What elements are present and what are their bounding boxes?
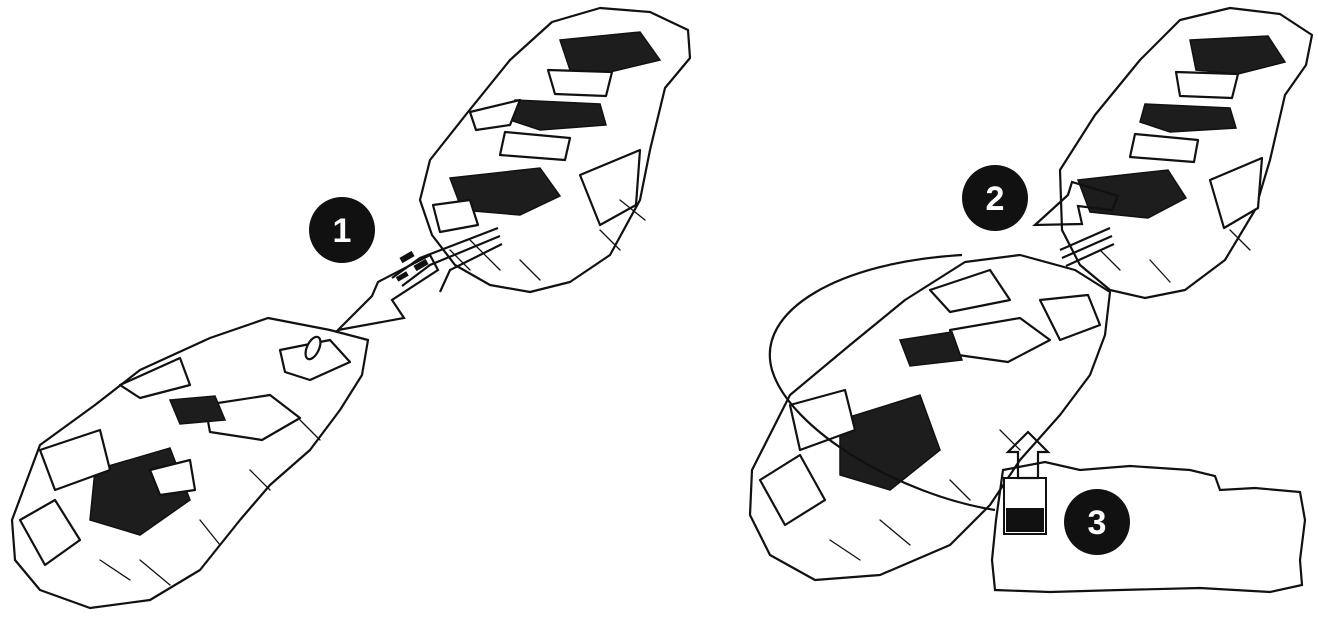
step-1-badge: 1 bbox=[309, 197, 375, 263]
step-3-badge: 3 bbox=[1064, 489, 1130, 555]
step-3-label: 3 bbox=[1088, 504, 1107, 542]
connection-loop bbox=[768, 253, 996, 512]
step-1-label: 1 bbox=[333, 212, 352, 250]
arrow-icon-step-1 bbox=[334, 253, 440, 332]
water-basin bbox=[990, 460, 1307, 594]
pump-icon bbox=[1003, 477, 1047, 535]
upper-rock-module-left bbox=[418, 6, 692, 294]
lower-rock-module-left bbox=[10, 316, 370, 610]
step-2-label: 2 bbox=[986, 180, 1005, 218]
arrow-icon-step-3 bbox=[1005, 430, 1051, 480]
hose-connectors-left bbox=[391, 226, 503, 293]
lower-rock-module-right bbox=[748, 253, 1112, 582]
hose-connectors-right bbox=[1059, 226, 1115, 267]
upper-rock-module-right bbox=[1058, 6, 1314, 300]
arrow-icon-step-2 bbox=[1032, 180, 1120, 227]
step-2-badge: 2 bbox=[962, 165, 1028, 231]
